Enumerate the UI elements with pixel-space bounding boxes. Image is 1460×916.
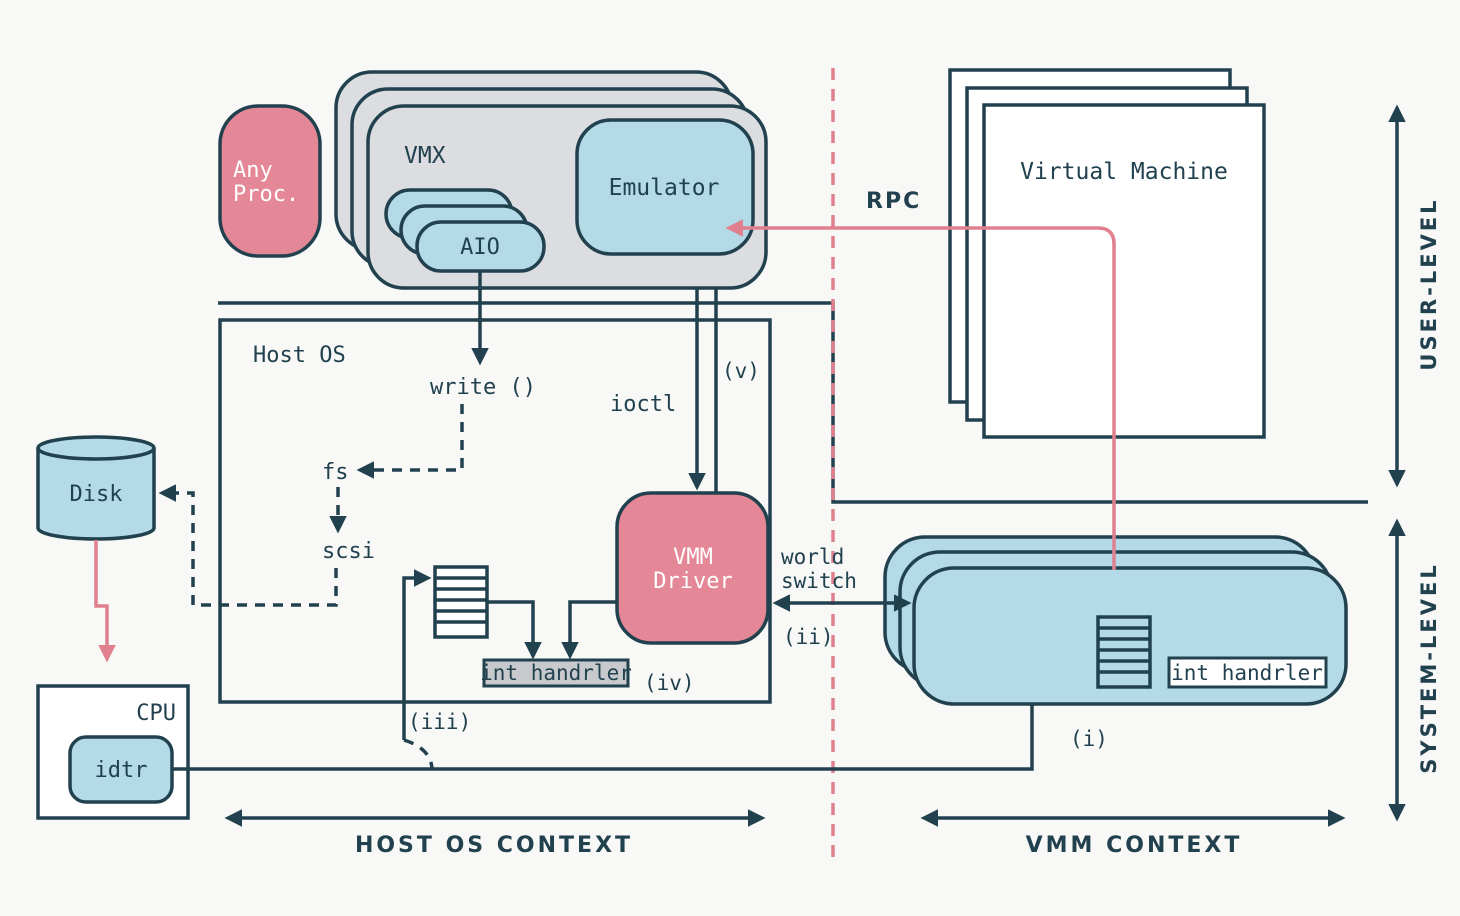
aio-box: [415, 220, 546, 273]
cpu-label: CPU: [136, 701, 176, 726]
any-proc-label-2: Proc.: [233, 182, 299, 207]
vmm-int-table: [1096, 615, 1152, 689]
table-handler-arrow: [487, 600, 542, 660]
v-label: (v): [722, 359, 760, 383]
fs-label: fs: [322, 460, 349, 485]
user-system-boundary: [218, 301, 1368, 504]
vmm-driver-box: [615, 491, 770, 645]
host-os-context-label: HOST OS CONTEXT: [355, 833, 633, 858]
driver-handler-arrow: [561, 600, 617, 660]
iii-label: (iii): [408, 710, 471, 734]
aio-stack: [384, 188, 546, 273]
write-fs-arrow: [356, 404, 464, 479]
vmm-int-handler-label: int handrler: [1171, 661, 1323, 685]
vmm-driver-label-2: Driver: [653, 569, 732, 594]
host-int-table: [433, 565, 489, 639]
vmm-context-label: VMM CONTEXT: [1026, 833, 1243, 858]
idtr-host-table-line: [402, 569, 432, 740]
rpc-arrow: [725, 219, 1116, 570]
any-proc-box: [218, 104, 322, 258]
vmx-label: VMX: [404, 143, 446, 169]
host-os-box: [218, 318, 772, 704]
host-os-label: Host OS: [253, 343, 346, 368]
disk-cpu-arrow: [94, 540, 116, 663]
emulator-box: [575, 118, 755, 256]
idtr-label: idtr: [95, 758, 148, 783]
ioctl-label: ioctl: [610, 392, 676, 417]
system-level-label: SYSTEM-LEVEL: [1417, 562, 1441, 773]
virtual-machine-stack: [948, 68, 1266, 439]
aio-label: AIO: [460, 235, 500, 260]
scsi-label: scsi: [322, 539, 375, 564]
ii-label: (ii): [783, 625, 834, 649]
host-int-handler-box: [482, 658, 630, 688]
vmm-int-handler-box: [1167, 656, 1328, 689]
vmm-driver-label-1: VMM: [673, 545, 713, 570]
disk-label: Disk: [70, 482, 123, 507]
write-label: write (): [430, 375, 536, 400]
disk-cylinder: [36, 435, 156, 541]
any-proc-label-1: Any: [233, 158, 273, 183]
user-level-label: USER-LEVEL: [1417, 197, 1441, 370]
rpc-label: RPC: [866, 189, 921, 214]
world-switch-label-1: world: [781, 545, 844, 569]
emulator-label: Emulator: [609, 175, 720, 201]
i-label: (i): [1070, 727, 1108, 751]
world-switch-label-2: switch: [781, 569, 857, 593]
virtual-machine-box: [982, 103, 1266, 439]
scsi-disk-arrow: [158, 484, 338, 607]
idtr-host-table-dash: [403, 738, 434, 769]
iv-label: (iv): [644, 671, 695, 695]
virtual-machine-label: Virtual Machine: [1020, 159, 1228, 185]
host-int-handler-label: int handrler: [480, 661, 632, 685]
